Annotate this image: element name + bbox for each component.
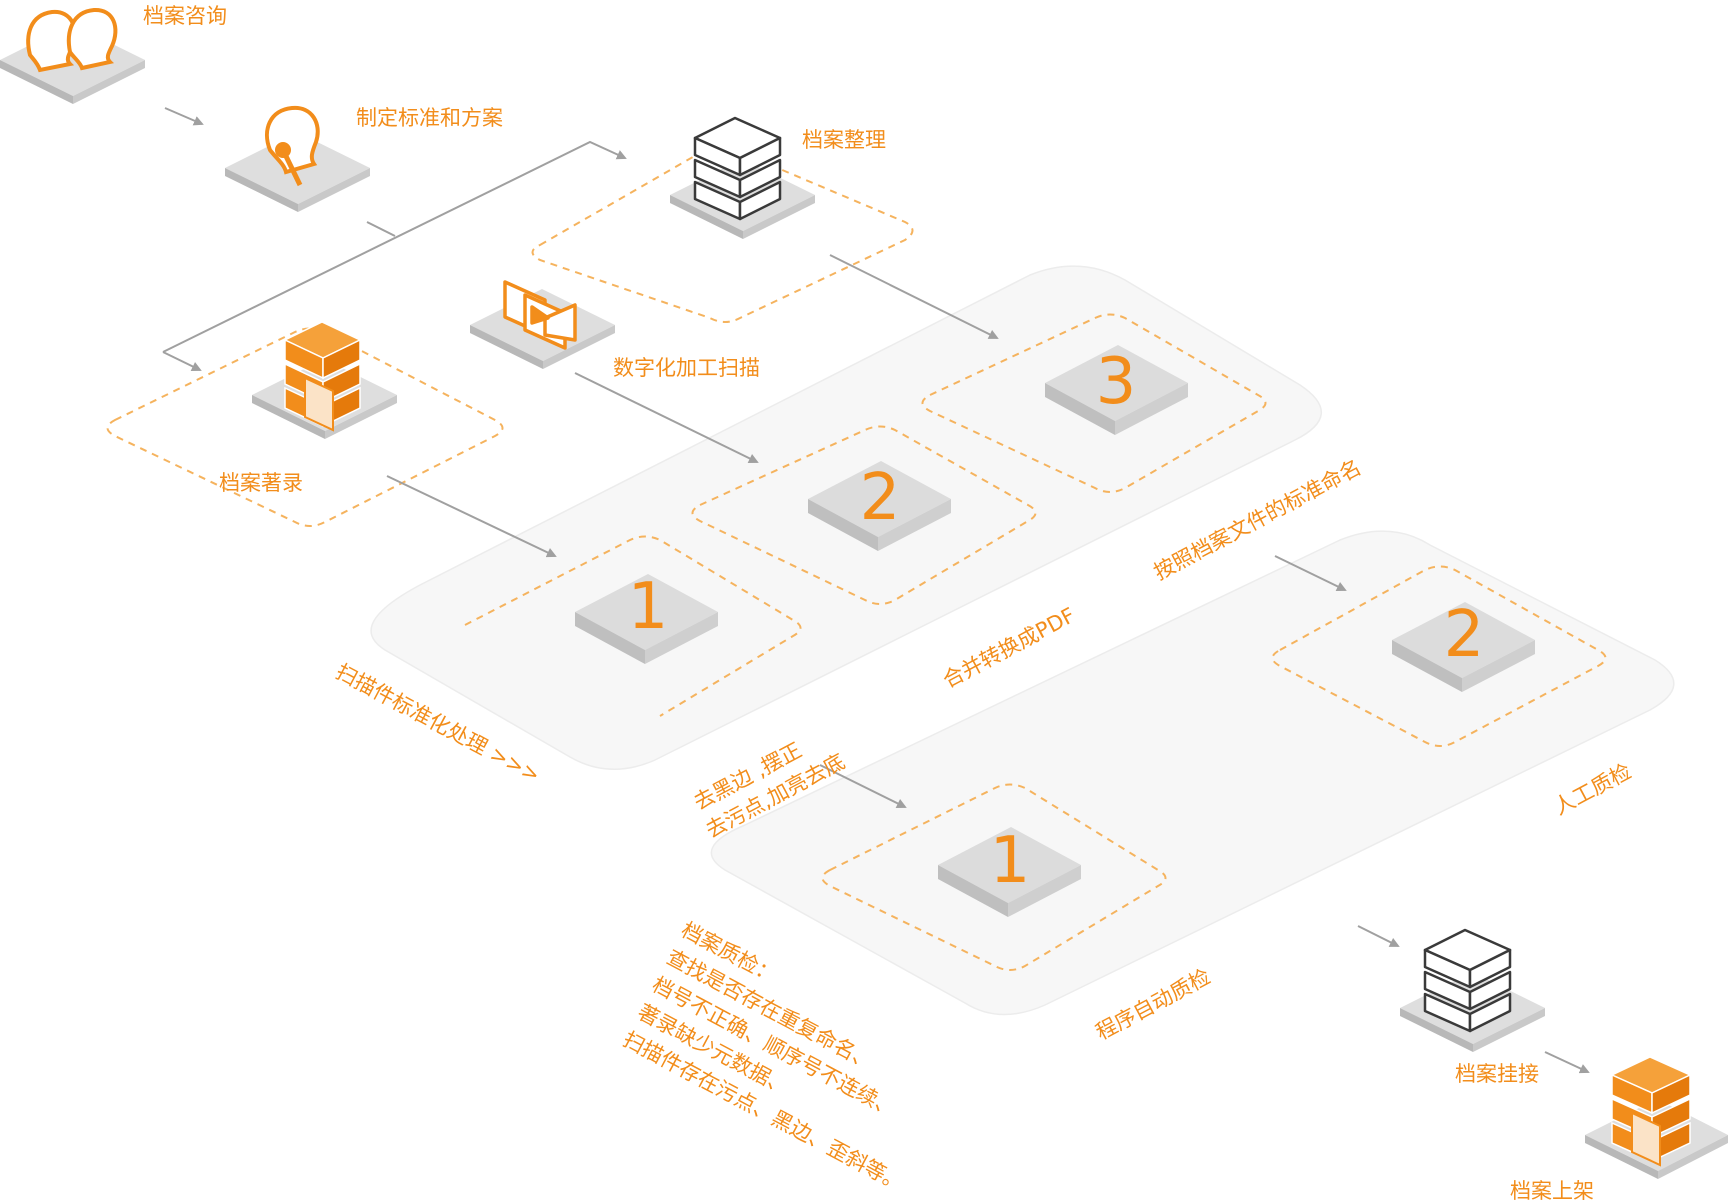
- branch-line: [162, 140, 627, 353]
- zone-qc-1: [821, 783, 1167, 971]
- arrow-consult-standard: [164, 107, 204, 126]
- label-mount: 档案挂接: [1455, 1062, 1539, 1086]
- branch-stem: [366, 221, 396, 237]
- arrow-organize-scan3: [829, 254, 999, 339]
- people-icon: [26, 7, 118, 73]
- orange-cabinet-icon: [1610, 1056, 1692, 1167]
- step-qc-1: 1: [989, 824, 1031, 898]
- zone-scan-2: [691, 425, 1037, 605]
- video-scan-icon: [503, 280, 577, 350]
- label-digitize: 数字化加工扫描: [613, 356, 760, 380]
- arrow-digitize-scan2: [574, 372, 759, 463]
- planning-icon: [265, 105, 320, 187]
- zone-qc-2: [1271, 565, 1607, 747]
- arrow-naming-qc2: [1274, 555, 1347, 592]
- label-standard: 制定标准和方案: [356, 106, 503, 130]
- tile-scan-1: [575, 574, 718, 664]
- tile-scan-2: [808, 461, 951, 551]
- step-scan-3: 3: [1095, 345, 1137, 419]
- branch-left: [162, 351, 202, 371]
- white-server-icon: [1423, 928, 1512, 1033]
- tiles: [575, 345, 1535, 917]
- zone-catalog: [106, 327, 504, 527]
- label-catalog: 档案著录: [219, 471, 303, 495]
- arrow-clean-qc1: [819, 764, 907, 808]
- step-scan-1: 1: [627, 570, 669, 644]
- step-scan-2: 2: [859, 461, 901, 535]
- tile-qc-2: [1392, 602, 1535, 692]
- label-consult: 档案咨询: [143, 4, 227, 28]
- arrow-catalog-scan1: [386, 475, 557, 558]
- server-stack-icon: [693, 116, 782, 221]
- orange-server-icon: [283, 321, 362, 432]
- tile-qc-1: [938, 827, 1081, 917]
- step-qc-2: 2: [1443, 598, 1485, 672]
- arrow-to-mount: [1357, 925, 1400, 947]
- label-organize: 档案整理: [802, 128, 886, 152]
- tile-scan-3: [1045, 345, 1188, 435]
- label-shelve: 档案上架: [1510, 1179, 1594, 1201]
- arrow-to-shelve: [1544, 1051, 1590, 1074]
